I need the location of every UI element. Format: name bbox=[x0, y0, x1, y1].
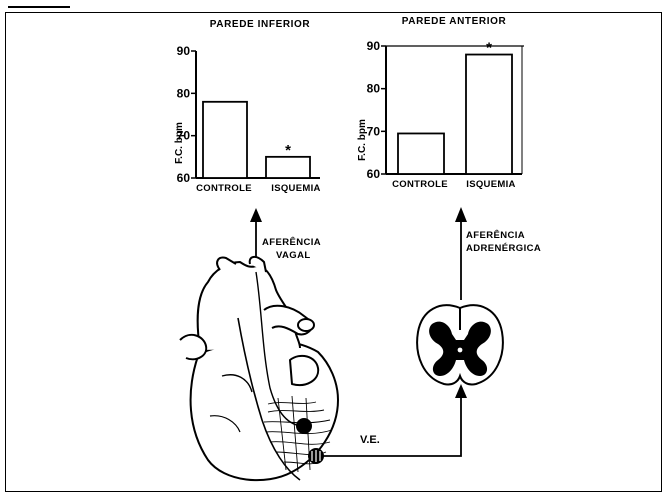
y-tick-label: 80 bbox=[367, 82, 381, 96]
adrenergic-label-line1: AFERÊNCIA bbox=[466, 229, 525, 241]
x-tick-label: ISQUEMIA bbox=[271, 183, 320, 194]
bar-isquemia bbox=[266, 157, 310, 178]
x-tick-labels: CONTROLE ISQUEMIA bbox=[196, 183, 321, 194]
x-tick-label: CONTROLE bbox=[196, 183, 252, 194]
significance-marker: * bbox=[285, 142, 291, 159]
spinal-cord-icon bbox=[417, 305, 503, 384]
chart-title: PAREDE INFERIOR bbox=[210, 19, 311, 30]
arrowhead-icon bbox=[455, 384, 467, 398]
y-tick-label: 90 bbox=[367, 39, 381, 53]
x-tick-label: CONTROLE bbox=[392, 179, 448, 190]
y-tick-label: 60 bbox=[367, 167, 381, 181]
heart-illustration bbox=[180, 257, 338, 480]
bars: * bbox=[203, 102, 310, 178]
ve-arrow bbox=[322, 384, 467, 456]
vagal-label-line1: AFERÊNCIA bbox=[262, 236, 321, 248]
ve-label: V.E. bbox=[360, 434, 380, 446]
chart-title: PAREDE ANTERIOR bbox=[402, 16, 507, 27]
bar-controle bbox=[203, 102, 247, 178]
arrowhead-icon bbox=[250, 208, 262, 222]
x-tick-label: ISQUEMIA bbox=[466, 179, 515, 190]
y-tick-label: 70 bbox=[177, 129, 191, 143]
bar-controle bbox=[398, 133, 444, 174]
y-ticks: 60 70 80 90 bbox=[367, 39, 386, 181]
y-tick-label: 80 bbox=[177, 86, 191, 100]
y-tick-label: 70 bbox=[367, 124, 381, 138]
bar-isquemia bbox=[466, 55, 512, 174]
y-tick-label: 60 bbox=[177, 171, 191, 185]
arrowhead-icon bbox=[455, 207, 467, 222]
x-tick-labels: CONTROLE ISQUEMIA bbox=[392, 179, 516, 190]
vagal-label-line2: VAGAL bbox=[276, 250, 311, 261]
significance-marker: * bbox=[486, 40, 492, 57]
adrenergic-label-line2: ADRENÉRGICA bbox=[466, 243, 541, 254]
bars: * bbox=[398, 40, 512, 174]
y-tick-label: 90 bbox=[177, 44, 191, 58]
